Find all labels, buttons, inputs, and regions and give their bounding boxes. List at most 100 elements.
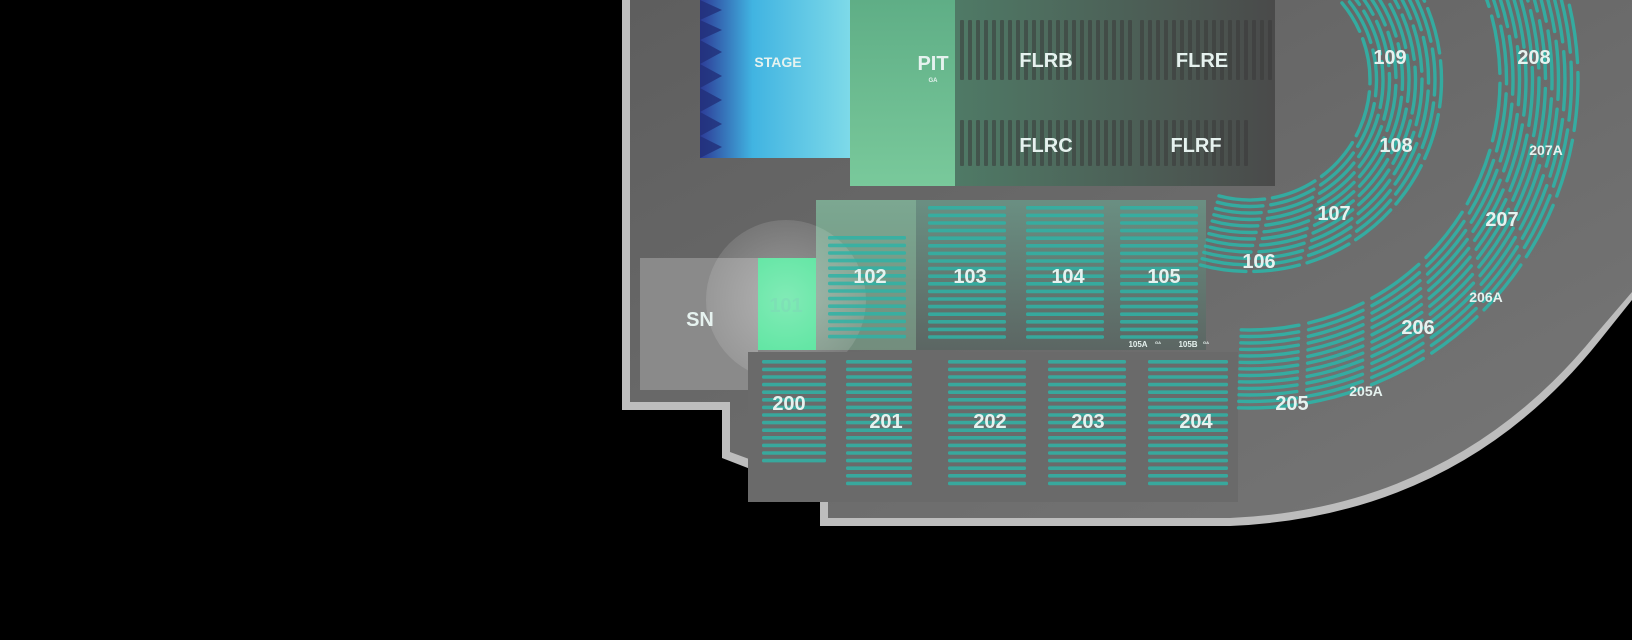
seat-row [928,312,1006,316]
seat-row [846,360,912,364]
floor-row-bar [1088,20,1092,80]
floor-row-bar [1112,120,1116,166]
floor-row-bar [968,20,972,80]
floor-row-bar [1156,20,1160,80]
seat-row [928,251,1006,256]
seat-row [828,251,906,255]
floor-row-bar [1268,20,1272,80]
floor-row-bar [1188,120,1192,166]
seat-row [762,367,826,372]
seat-row [1026,259,1104,263]
section-label-flre: FLRE [1176,50,1228,72]
seat-row [762,413,826,417]
floor-row-bar [1064,20,1068,80]
floor-row-bar [1080,20,1084,80]
seat-row [948,458,1026,463]
seat-row [1048,413,1126,417]
seat-row [1120,320,1198,324]
seat-row [1120,251,1198,256]
floor-row-bar [1000,20,1004,80]
seat-row [846,436,912,440]
seat-row [948,451,1026,455]
seat-row [928,289,1006,294]
curved-seat-row [1237,0,1548,378]
seat-row [1048,405,1126,410]
section-label-flrf: FLRF [1170,135,1221,157]
floor-row-bar [1064,120,1068,166]
seat-row [1148,390,1228,394]
seat-row [928,327,1006,332]
seat-row [846,428,912,432]
floor-rows [960,20,1272,166]
seat-row [948,466,1026,470]
seat-row [846,382,912,387]
seat-row [948,367,1026,372]
seat-row [1026,289,1104,294]
seat-row [948,390,1026,394]
seat-row [828,236,906,240]
curved-bowl-rows [1198,0,1580,410]
seat-row [1048,420,1126,425]
seat-row [1026,274,1104,278]
floor-row-bar [1096,120,1100,166]
seat-row [828,243,906,248]
stage-zigzag [700,0,722,158]
seat-row [928,282,1006,286]
floor-row-bar [1236,20,1240,80]
stage-area [700,0,850,158]
seat-row [762,390,826,394]
seat-row [846,405,912,410]
curved-seat-row [1238,0,1541,371]
seat-row [846,443,912,448]
seat-row [1026,335,1104,339]
seat-row [1026,320,1104,324]
curved-seat-row [1202,0,1431,261]
curved-seat-row [1215,0,1379,209]
seat-row [828,258,906,263]
seat-row [762,436,826,440]
seat-row [948,398,1026,402]
floor-row-bar [1164,120,1168,166]
seat-row [928,206,1006,210]
floor-row-bar [1244,120,1248,166]
section-label-flrc: FLRC [1019,135,1072,157]
seat-row [1048,382,1126,387]
seat-row [1048,451,1126,455]
floor-row-bar [968,120,972,166]
floor-row-bar [1040,120,1044,166]
seat-row [1026,266,1104,271]
floor-row-bar [1228,20,1232,80]
floor-row-bar [960,120,964,166]
seat-row [928,274,1006,278]
seat-row [948,428,1026,432]
floor-row-bar [1008,120,1012,166]
floor-row-bar [1032,20,1036,80]
section-label-205a: 205A [1349,383,1382,399]
seat-row [1148,436,1228,440]
curved-seat-row [1239,0,1515,345]
seat-row [1048,360,1126,364]
straight-section-rows [762,206,1228,486]
seat-row [1120,289,1198,294]
floor-row-bar [1048,120,1052,166]
seat-row [1048,367,1126,372]
section-label-104: 104 [1051,266,1085,288]
seat-row [762,405,826,410]
floor-row-bar [960,20,964,80]
floor-row-bar [1016,20,1020,80]
seat-row [762,360,826,364]
floor-row-bar [1180,120,1184,166]
section-tag-105b: GA [1203,340,1209,345]
section-label-203: 203 [1071,411,1104,433]
pit-area[interactable] [850,0,955,186]
curved-seat-row [1236,0,1580,410]
floor-row-bar [1120,20,1124,80]
floor-row-bar [1104,20,1108,80]
seat-row [1026,282,1104,286]
seat-row [846,413,912,417]
seat-row [1048,458,1126,463]
seat-row [762,443,826,448]
pit-sub-label: GA [929,78,939,84]
seat-row [1048,474,1126,478]
seat-row [928,259,1006,263]
